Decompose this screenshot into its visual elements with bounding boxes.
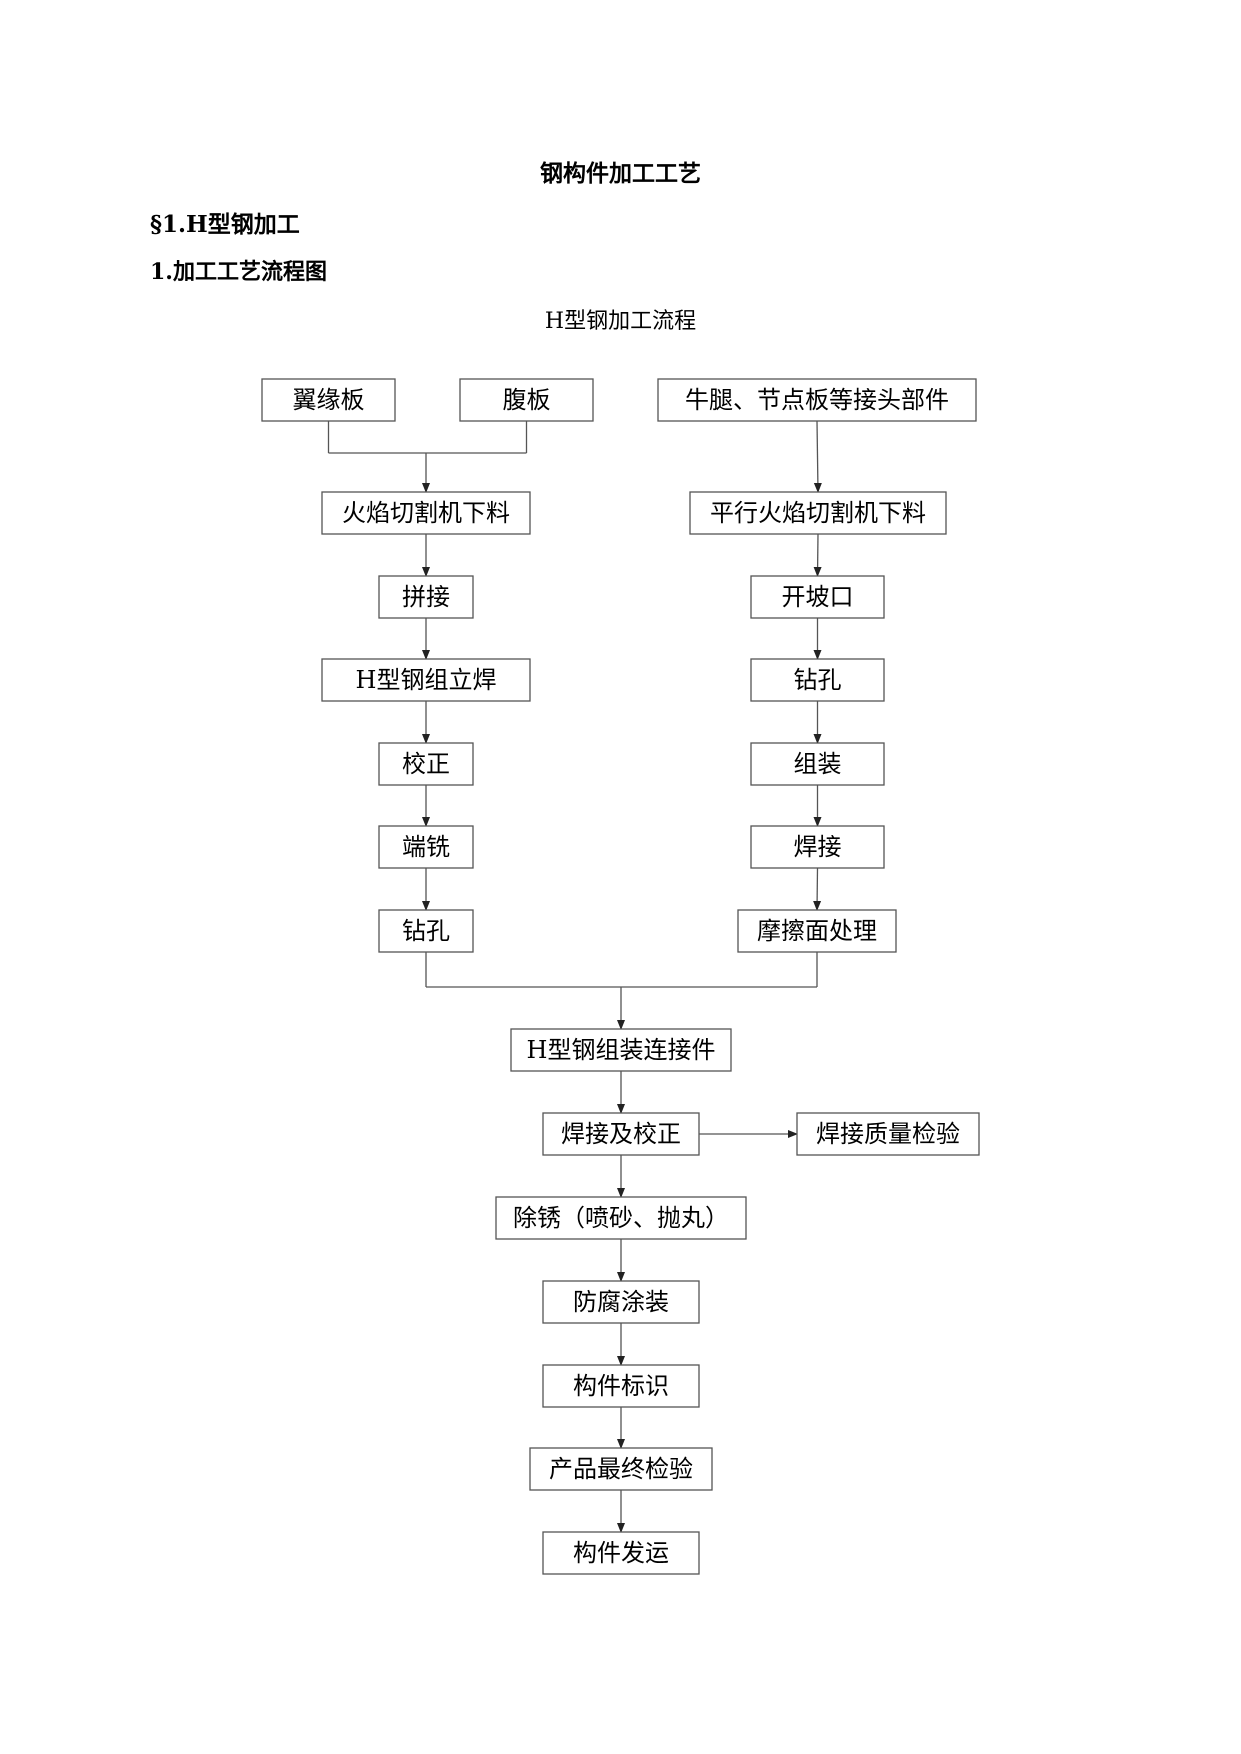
flow-node-splice: 拼接: [378, 575, 474, 619]
node-label: 火焰切割机下料: [342, 499, 510, 527]
node-label: 摩擦面处理: [757, 917, 877, 945]
node-box: [261, 378, 396, 422]
edge-weld_r-to-friction: [813, 867, 822, 911]
flow-node-mill: 端铣: [378, 825, 474, 869]
node-box: [796, 1112, 980, 1156]
node-label: 牛腿、节点板等接头部件: [685, 386, 949, 414]
node-label: 拼接: [402, 583, 450, 611]
sub-heading: 1.加工工艺流程图: [150, 259, 327, 285]
flow-node-h_weld: H型钢组立焊: [321, 658, 531, 702]
node-box: [750, 742, 885, 786]
node-label: H型钢组立焊: [356, 666, 497, 694]
flow-node-joint_parts: 牛腿、节点板等接头部件: [657, 378, 977, 422]
node-box: [542, 1280, 700, 1324]
node-label: H型钢组装连接件: [527, 1036, 716, 1064]
node-label: 钻孔: [402, 917, 450, 945]
node-box: [495, 1196, 747, 1240]
node-label: 平行火焰切割机下料: [710, 499, 926, 527]
node-label: 组装: [794, 750, 842, 778]
node-box: [378, 825, 474, 869]
node-box: [321, 491, 531, 535]
node-box: [657, 378, 977, 422]
node-label: 构件发运: [573, 1539, 669, 1567]
flow-node-weld_correct: 焊接及校正: [542, 1112, 700, 1156]
flow-node-final_inspect: 产品最终检验: [529, 1447, 713, 1491]
edge-joint_parts-to-parallel_cut: [813, 420, 822, 493]
node-box: [459, 378, 594, 422]
node-label: 产品最终检验: [549, 1455, 693, 1483]
node-label: 端铣: [402, 833, 450, 861]
flow-node-assemble: 组装: [750, 742, 885, 786]
flow-node-flange: 翼缘板: [261, 378, 396, 422]
flow-node-h_connect: H型钢组装连接件: [510, 1028, 732, 1072]
node-label: 翼缘板: [293, 386, 365, 414]
node-label: 腹板: [503, 386, 551, 414]
node-box: [378, 742, 474, 786]
node-box: [378, 575, 474, 619]
node-box: [510, 1028, 732, 1072]
node-label: 焊接: [794, 833, 842, 861]
node-box: [529, 1447, 713, 1491]
flow-node-marking: 构件标识: [542, 1364, 700, 1408]
node-label: 焊接及校正: [561, 1120, 681, 1148]
node-box: [542, 1364, 700, 1408]
flow-node-drill_r: 钻孔: [750, 658, 885, 702]
node-label: 校正: [402, 750, 450, 778]
flow-node-parallel_cut: 平行火焰切割机下料: [689, 491, 947, 535]
flow-node-weld_inspect: 焊接质量检验: [796, 1112, 980, 1156]
section-heading: §1.H型钢加工: [150, 211, 300, 238]
flow-node-flame_cut: 火焰切割机下料: [321, 491, 531, 535]
node-box: [750, 658, 885, 702]
edge-parallel_cut-to-bevel: [813, 533, 822, 577]
node-box: [750, 575, 885, 619]
node-box: [737, 909, 897, 953]
node-box: [689, 491, 947, 535]
flow-node-weld_r: 焊接: [750, 825, 885, 869]
node-box: [378, 909, 474, 953]
flow-node-drill_l: 钻孔: [378, 909, 474, 953]
flow-caption: H型钢加工流程: [544, 309, 697, 334]
flow-node-correct: 校正: [378, 742, 474, 786]
node-label: 钻孔: [794, 666, 842, 694]
node-label: 构件标识: [573, 1372, 669, 1400]
document-title: 钢构件加工工艺: [540, 160, 701, 187]
node-box: [750, 825, 885, 869]
flow-node-web: 腹板: [459, 378, 594, 422]
flow-edges: [327, 420, 822, 1533]
flow-node-anticorrosion: 防腐涂装: [542, 1280, 700, 1324]
node-box: [321, 658, 531, 702]
node-label: 焊接质量检验: [816, 1120, 960, 1148]
node-box: [542, 1531, 700, 1575]
node-label: 开坡口: [782, 583, 854, 611]
node-box: [542, 1112, 700, 1156]
flow-node-friction: 摩擦面处理: [737, 909, 897, 953]
flow-node-derust: 除锈（喷砂、抛丸）: [495, 1196, 747, 1240]
node-label: 除锈（喷砂、抛丸）: [513, 1204, 729, 1232]
flow-node-bevel: 开坡口: [750, 575, 885, 619]
node-label: 防腐涂装: [573, 1288, 669, 1316]
flow-node-ship: 构件发运: [542, 1531, 700, 1575]
